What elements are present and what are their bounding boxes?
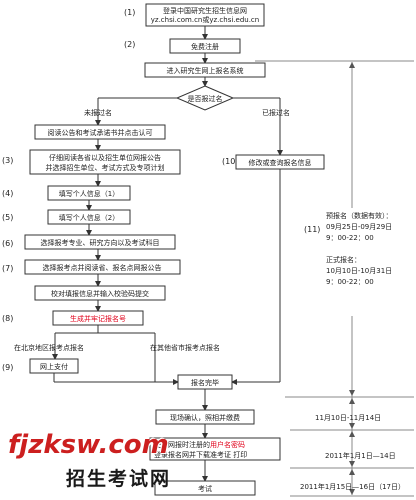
exam-date: 2011年1月15日—16日（17日）: [300, 482, 405, 491]
step-10-number: (10): [222, 157, 238, 166]
step-1-number: (1): [124, 8, 135, 17]
formal-registration-dates: 10月10日-10月31日: [326, 267, 392, 275]
step-7-box: [24, 259, 181, 275]
step-2-label: 免费注册: [191, 42, 219, 51]
timeline-arrow-down: [349, 390, 355, 396]
step-3-line2: 并选择招生单位、考试方式及专项计划: [46, 163, 165, 172]
registration-period-backdrop: [324, 208, 412, 316]
timeline-arrow-down: [349, 489, 355, 495]
timeline-arrow-up: [349, 398, 355, 404]
print-date: 2011年1月1日—14日: [325, 451, 396, 460]
step-1-line1: 登录中国研究生招生信息网: [163, 6, 247, 15]
step-6-label: 选择报考专业、研究方向以及考试科目: [41, 238, 160, 247]
step-5-label: 填写个人信息（2）: [59, 213, 119, 222]
beijing-label: 在北京地区报考点报名: [14, 343, 84, 352]
confirm-date: 11月10日-11月14日: [315, 414, 381, 422]
other-province-label: 在其他省市报考点报名: [150, 343, 220, 352]
watermark-site-name: 招生考试网: [66, 468, 172, 490]
timeline-arrow-down: [349, 423, 355, 429]
step-2-number: (2): [124, 40, 135, 49]
print-line1: 使用网报时注册的用户名密码: [154, 440, 245, 449]
step-1-line2: yz.chsi.com.cn或yz.chsi.edu.cn: [151, 15, 259, 24]
timeline-arrow-down: [349, 461, 355, 467]
enter-system-label: 进入研究生网上报名系统: [167, 66, 244, 75]
pre-registration-dates: 09月25日-09月29日: [326, 223, 392, 231]
step-8-label: 生成并牢记报名号: [70, 314, 126, 323]
timeline-arrow-up: [349, 431, 355, 437]
decision-yes-label: 已报过名: [262, 108, 290, 117]
step-4-label: 填写个人信息（1）: [59, 189, 119, 198]
step-8-number: (8): [2, 314, 13, 323]
timeline-arrow-up: [349, 469, 355, 475]
exam-label: 考试: [198, 484, 212, 493]
exam-box: [154, 480, 256, 496]
step-6-box: [24, 234, 176, 250]
read-notice-label: 阅读公告和考试承诺书并点击认可: [48, 128, 153, 137]
print-line2: 登录报名网并下载准考证 打印: [154, 450, 247, 459]
site-watermark: fjzksw.com 招生考试网: [4, 430, 224, 500]
pre-registration-title: 预报名（数据有效）：: [326, 211, 393, 220]
timeline-arrow-up: [349, 62, 355, 68]
watermark-domain: fjzksw.com: [8, 430, 169, 460]
check-submit-box: [34, 285, 166, 301]
step-10-label: 修改或查询报名信息: [249, 158, 312, 167]
step-9-label: 网上支付: [40, 362, 68, 371]
step-6-number: (6): [2, 239, 13, 248]
step-7-label: 选择报考点并阅读省、报名点网报公告: [43, 263, 162, 272]
print-credentials: 用户名密码: [210, 440, 245, 449]
step-4-number: (4): [2, 189, 13, 198]
print-line1-a: 使用网报时注册的: [154, 440, 210, 449]
check-submit-label: 校对填报信息并输入校验码提交: [51, 289, 149, 298]
step-9-number: (9): [2, 363, 13, 372]
step-7-number: (7): [2, 264, 13, 273]
formal-registration-title: 正式报名：: [326, 255, 361, 264]
step-5-number: (5): [2, 213, 13, 222]
formal-registration-time: 9：00-22：00: [326, 278, 374, 286]
step-3-box: [29, 149, 181, 175]
confirm-label: 现场确认，照相并缴费: [170, 413, 240, 422]
step-11-number: (11): [304, 225, 320, 234]
decision-diamond: [175, 85, 235, 111]
done-label: 报名完毕: [191, 378, 219, 387]
print-box: [149, 437, 281, 461]
decision-label: 是否报过名: [188, 94, 223, 103]
decision-no-label: 未报过名: [84, 108, 112, 117]
read-notice-box: [34, 124, 166, 140]
step-3-number: (3): [2, 156, 13, 165]
step-3-line1: 仔细阅读各省以及招生单位网报公告: [49, 153, 161, 162]
pre-registration-time: 9：00-22：00: [326, 234, 374, 242]
